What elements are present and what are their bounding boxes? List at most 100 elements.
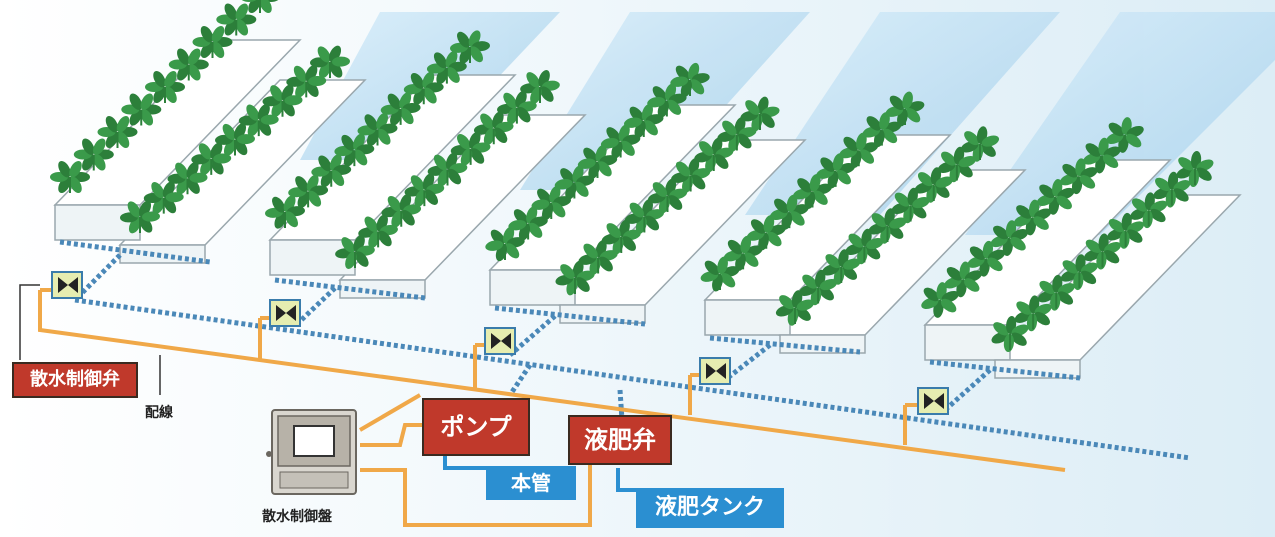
plant-icon [694, 137, 734, 173]
valve-icon [269, 299, 301, 327]
plant-icon [723, 235, 763, 271]
plant-icon [944, 261, 982, 298]
plant-icon [1107, 212, 1145, 249]
plant-icon [647, 178, 688, 214]
plant-icon [262, 84, 303, 118]
plant-icon [845, 228, 884, 265]
plant-icon [937, 146, 976, 183]
plant-icon [143, 181, 184, 214]
plant-icon [700, 256, 740, 292]
plant-icon [215, 123, 255, 156]
plant-icon [775, 290, 815, 326]
plant-icon [1060, 254, 1098, 291]
plant-icon [990, 220, 1029, 256]
plant-icon [816, 153, 855, 189]
plant-icon [868, 208, 907, 244]
plant-icon [145, 71, 185, 103]
fertilizer-tank-label: 液肥タンク [636, 488, 784, 528]
plant-icon [427, 152, 468, 187]
plant-icon [520, 70, 560, 104]
plant-icon [288, 174, 329, 209]
plant-icon [334, 133, 375, 167]
plant-icon [891, 187, 930, 224]
plant-icon [967, 240, 1006, 277]
plant-icon [1083, 137, 1121, 174]
plant-icon [1084, 233, 1121, 270]
raised-beds [53, 39, 1242, 361]
valve-icon [51, 271, 83, 299]
plant-icon [192, 26, 233, 58]
plant-icon [839, 132, 879, 168]
plant-icon [1153, 171, 1191, 208]
plant-icon [624, 103, 664, 139]
plant-icon [554, 165, 595, 200]
plant-icon [670, 62, 710, 98]
plant-icon [191, 142, 232, 176]
plant-icon [216, 3, 257, 36]
plant-icon [1176, 151, 1214, 187]
wiring-label: 配線 [145, 405, 173, 421]
plant-icon [426, 50, 467, 85]
plant-icon [1013, 199, 1052, 236]
plant-icon [921, 282, 959, 318]
label-connectors [443, 455, 640, 492]
plant-icon [473, 111, 514, 146]
plant-icon [914, 167, 953, 203]
plant-icon [310, 45, 350, 79]
valve-icon [917, 387, 949, 415]
plant-icon [238, 103, 279, 137]
plant-icon [717, 117, 757, 152]
plant-icon [671, 158, 711, 193]
plant-icon [862, 112, 902, 148]
plant-icon [624, 199, 664, 234]
plant-icon [740, 96, 780, 132]
plant-icon [799, 269, 838, 306]
control-panel-icon [266, 409, 357, 495]
wiring-lines [38, 288, 1066, 527]
plant-icon [497, 90, 537, 125]
plant-icon [335, 235, 375, 269]
plant-icon [265, 195, 305, 229]
plant-icon [120, 200, 160, 234]
plant-icon [380, 92, 421, 126]
plant-icon [357, 112, 398, 147]
plant-icon [1037, 274, 1075, 311]
plant-icon [577, 144, 618, 180]
plant-icon [885, 91, 925, 127]
plant-icon [793, 173, 832, 210]
plant-icon [770, 194, 809, 230]
fertilizer-valve-label: 液肥弁 [568, 415, 672, 465]
control-panel-label: 散水制御盤 [262, 509, 332, 525]
plant-icon [601, 219, 641, 255]
valve-pointer [19, 284, 40, 360]
plant-icon [1059, 158, 1098, 195]
plant-icon [381, 193, 422, 228]
plant-icon [960, 126, 1000, 162]
plant-icon [311, 154, 352, 188]
plant-icon [97, 116, 138, 148]
valve-icon [699, 357, 731, 385]
water-pipes [59, 239, 1191, 461]
plant-icon [1036, 179, 1075, 215]
plant-icon [286, 65, 327, 98]
plant-icon [600, 124, 641, 159]
valve-icon [484, 327, 516, 355]
plant-icon [121, 93, 162, 126]
plant-icon [822, 249, 861, 285]
plant-icon [450, 131, 491, 166]
plant-icon [167, 161, 208, 195]
plant-icon [485, 226, 525, 262]
plant-icon [1130, 192, 1168, 229]
plant-icon [531, 185, 571, 221]
plant-icon [991, 316, 1029, 352]
plant-icon [358, 214, 398, 249]
plant-icon [1106, 117, 1144, 153]
pump-label: ポンプ [422, 398, 530, 456]
plant-icon [578, 240, 618, 275]
plant-icon [508, 206, 548, 241]
plant-icon [403, 71, 444, 105]
plants [50, 0, 1214, 352]
plant-icon [1014, 295, 1052, 332]
plant-icon [241, 0, 279, 13]
